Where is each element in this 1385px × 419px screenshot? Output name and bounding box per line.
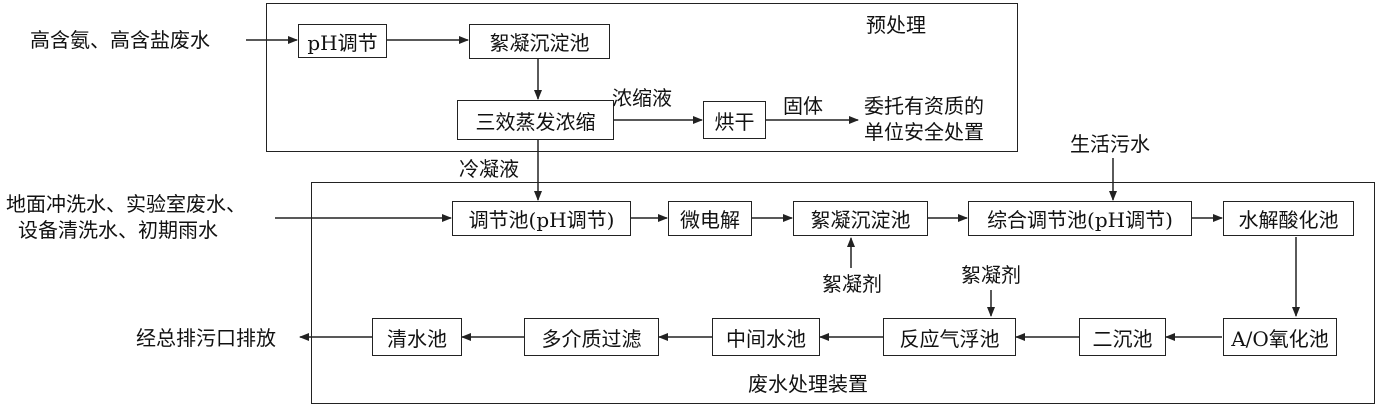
multimedia-filter-box: 多介质过滤	[524, 318, 659, 356]
regulating-tank-box: 调节池(pH调节)	[452, 201, 631, 236]
hydrolysis-tank-box: 水解酸化池	[1223, 201, 1354, 236]
solid-label: 固体	[783, 94, 823, 118]
disposal-line1: 委托有资质的	[864, 94, 984, 118]
combined-regulating-box: 综合调节池(pH调节)	[968, 201, 1192, 236]
flocculant-label-2: 絮凝剂	[961, 263, 1021, 287]
floc-tank-box: 絮凝沉淀池	[469, 24, 610, 59]
concentrate-label: 浓缩液	[612, 86, 672, 110]
inputs-line1: 地面冲洗水、实验室废水、	[6, 192, 246, 216]
pretreatment-title: 预处理	[866, 13, 926, 37]
ph-adjust-box: pH调节	[298, 24, 387, 58]
domestic-sewage-label: 生活污水	[1070, 132, 1150, 156]
flotation-tank-box: 反应气浮池	[883, 318, 1016, 356]
floc-tank-2-box: 絮凝沉淀池	[793, 201, 928, 236]
evaporation-box: 三效蒸发浓缩	[457, 100, 614, 140]
micro-electrolysis-box: 微电解	[668, 201, 752, 236]
middle-tank-box: 中间水池	[712, 318, 820, 356]
drying-box: 烘干	[703, 101, 766, 139]
clear-water-tank-box: 清水池	[372, 318, 462, 356]
disposal-line2: 单位安全处置	[864, 120, 984, 144]
ao-oxidation-box: A/O氧化池	[1223, 318, 1337, 356]
pretreatment-frame	[266, 3, 1018, 152]
condensate-label: 冷凝液	[459, 157, 519, 181]
treatment-plant-title: 废水处理装置	[748, 372, 868, 396]
treatment-plant-frame	[311, 182, 1375, 404]
secondary-clarifier-box: 二沉池	[1079, 318, 1166, 356]
flocculant-label-1: 絮凝剂	[822, 272, 882, 296]
wastewater-input-label: 高含氨、高含盐废水	[30, 28, 210, 52]
inputs-line2: 设备清洗水、初期雨水	[18, 218, 218, 242]
discharge-label: 经总排污口排放	[136, 326, 276, 350]
